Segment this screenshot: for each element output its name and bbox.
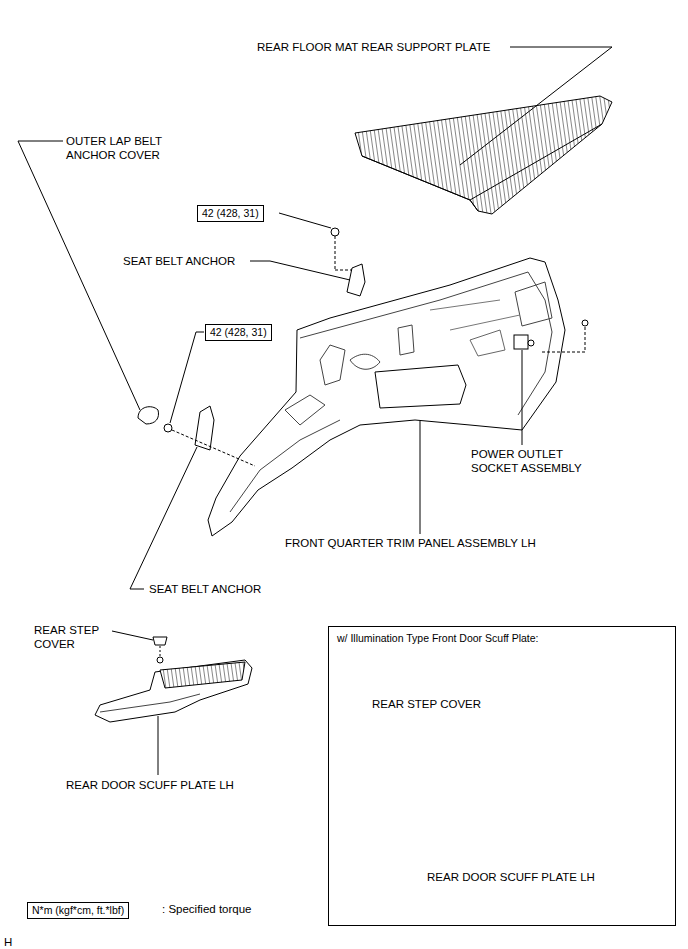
node-text: N*m (kgf*cm, ft.*lbf) [32, 904, 124, 917]
part-label: REAR DOOR SCUFF PLATE LH [65, 778, 235, 792]
part-label: REAR FLOOR MAT REAR SUPPORT PLATE [256, 40, 491, 54]
part-label: REAR DOOR SCUFF PLATE LH [426, 870, 596, 884]
leader-line [158, 716, 159, 775]
node-text: 42 (428, 31) [210, 326, 267, 339]
part-label: : Specified torque [161, 902, 253, 916]
screw [157, 657, 163, 663]
node-text: w/ Illumination Type Front Door Scuff Pl… [337, 632, 667, 645]
part-label: REAR STEP COVER [33, 623, 111, 652]
step-cover-clip [153, 637, 167, 645]
part-label: SEAT BELT ANCHOR [122, 254, 236, 268]
torque-box: 42 (428, 31) [197, 205, 264, 222]
leader-line [460, 47, 612, 165]
screw [582, 320, 588, 326]
leader-line [250, 261, 350, 280]
part-label: FRONT QUARTER TRIM PANEL ASSEMBLY LH [284, 536, 537, 550]
leader-line [279, 213, 331, 228]
support-plate [355, 96, 612, 214]
node-text: 42 (428, 31) [202, 207, 259, 220]
leader-line [18, 141, 140, 410]
part-label: POWER OUTLET SOCKET ASSEMBLY [470, 447, 590, 476]
figure-code: H [3, 935, 13, 949]
leader-line [420, 421, 421, 534]
part-label: OUTER LAP BELT ANCHOR COVER [65, 134, 175, 163]
panel-opening [375, 365, 466, 408]
torque-box: 42 (428, 31) [205, 324, 272, 341]
seat-belt-anchor [195, 406, 214, 450]
power-outlet [514, 335, 528, 349]
part-label: REAR STEP COVER [371, 697, 482, 711]
anchor-cover [138, 407, 159, 424]
trim-panel [208, 258, 565, 536]
leader-line [170, 332, 204, 423]
scuff-plate [95, 660, 252, 722]
leader-line [130, 447, 197, 589]
bolt [331, 228, 339, 236]
legend-torque-box: N*m (kgf*cm, ft.*lbf) [27, 902, 129, 919]
part-label: SEAT BELT ANCHOR [148, 582, 262, 596]
leader-line [112, 631, 153, 640]
bolt [164, 424, 172, 432]
leader-line [522, 350, 523, 445]
